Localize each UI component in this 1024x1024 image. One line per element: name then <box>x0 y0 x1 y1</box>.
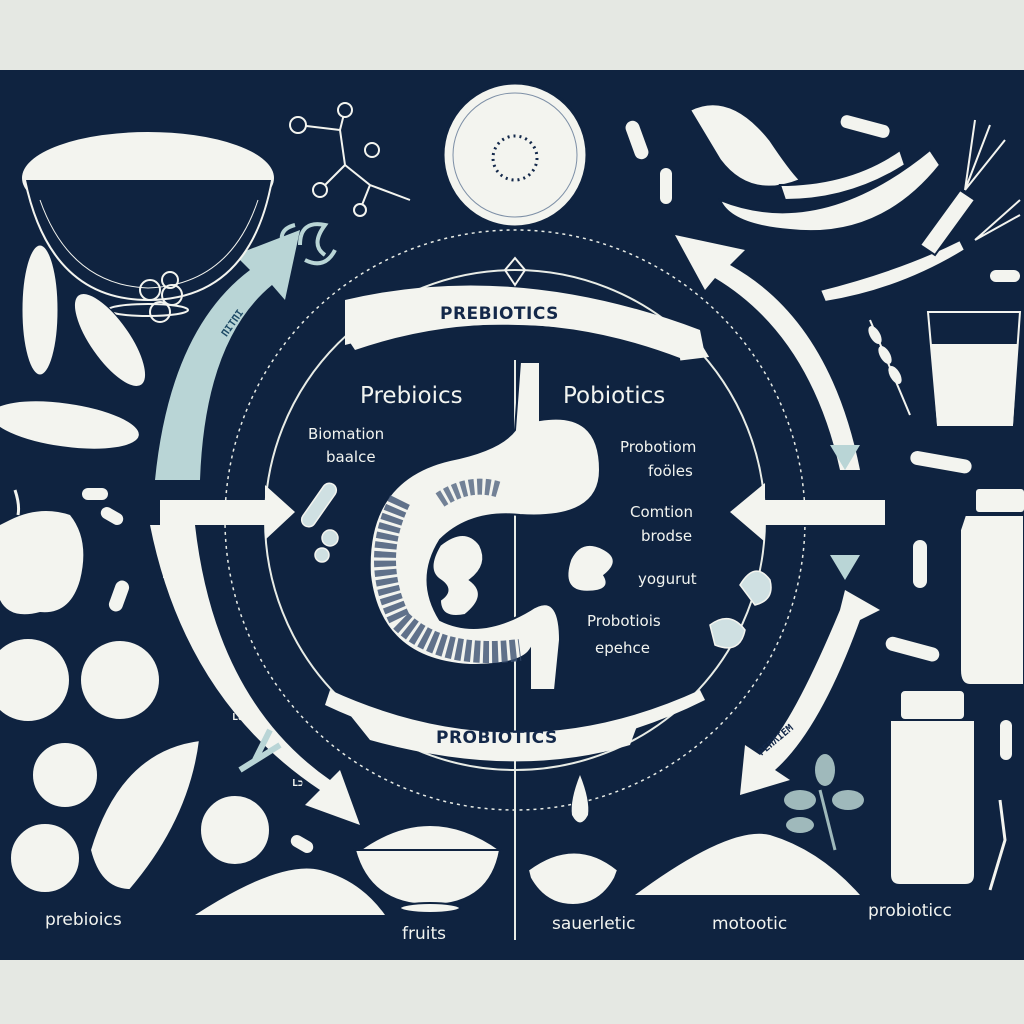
bottom-label-fruits: fruits <box>402 924 446 944</box>
bacteria-pills <box>82 115 1020 853</box>
bowl-icon <box>22 132 274 317</box>
fruit-slices-icon <box>0 637 271 894</box>
arrow-label-left-c: Lכ <box>292 778 303 789</box>
leaf-sprig-icon <box>238 728 282 773</box>
grain-bowl-icon <box>353 824 620 914</box>
label-right-2b: brodse <box>641 527 693 545</box>
kiwi-slice-icon <box>441 81 589 229</box>
label-right-1b: foöles <box>648 462 693 480</box>
sprout-icon <box>279 222 337 266</box>
label-biomation: Biomation <box>308 425 385 443</box>
bottom-label-probiotics: probioticc <box>868 901 952 921</box>
apple-icon <box>0 489 84 615</box>
bottom-label-motootic: motootic <box>712 914 788 934</box>
root-icon <box>964 119 1021 241</box>
arrow-down-right <box>740 590 880 795</box>
wheat-icon <box>868 319 911 416</box>
droplet-icon <box>571 775 589 823</box>
corn-icon <box>0 244 147 450</box>
flower-icon <box>139 271 183 323</box>
arrow-left <box>730 483 885 542</box>
banana-icon <box>688 103 977 304</box>
diamond-icon <box>503 256 527 287</box>
bacteria-icon <box>300 482 772 649</box>
milk-bottle-icon <box>959 487 1024 686</box>
arrow-right <box>160 485 295 540</box>
label-right-3: yogurut <box>638 570 697 588</box>
jar-icon <box>889 689 976 886</box>
probe-icon <box>988 799 1007 891</box>
heading-probiotics: Pobiotics <box>563 383 666 409</box>
probiotics-banner-label: PROBIOTICS <box>436 728 558 748</box>
arrow-down-left <box>150 525 360 825</box>
label-balance: baalce <box>326 448 376 466</box>
bottom-label-sauerletic: sauerletic <box>552 914 636 934</box>
arrow-label-left-b: L∂ <box>232 712 245 723</box>
leaf-icon <box>784 754 864 851</box>
molecule-icon <box>289 102 411 217</box>
arrow-up-left <box>155 230 300 480</box>
prebiotics-banner-band <box>345 285 705 355</box>
label-right-4b: epehce <box>595 639 650 657</box>
bottom-label-prebiotics: prebioics <box>45 910 122 930</box>
powder-piles-icon <box>195 833 860 915</box>
label-right-1a: Probotiom <box>620 438 697 456</box>
heading-prebiotics: Prebioics <box>360 383 463 409</box>
glass-icon <box>926 311 1022 426</box>
prebiotics-banner-label: PREBIOTICS <box>440 304 559 324</box>
label-right-4a: Probotiois <box>587 612 661 630</box>
stomach-illustration <box>368 361 602 691</box>
arrow-label-left-a: L∂ <box>162 570 175 581</box>
label-right-2a: Comtion <box>630 503 693 521</box>
